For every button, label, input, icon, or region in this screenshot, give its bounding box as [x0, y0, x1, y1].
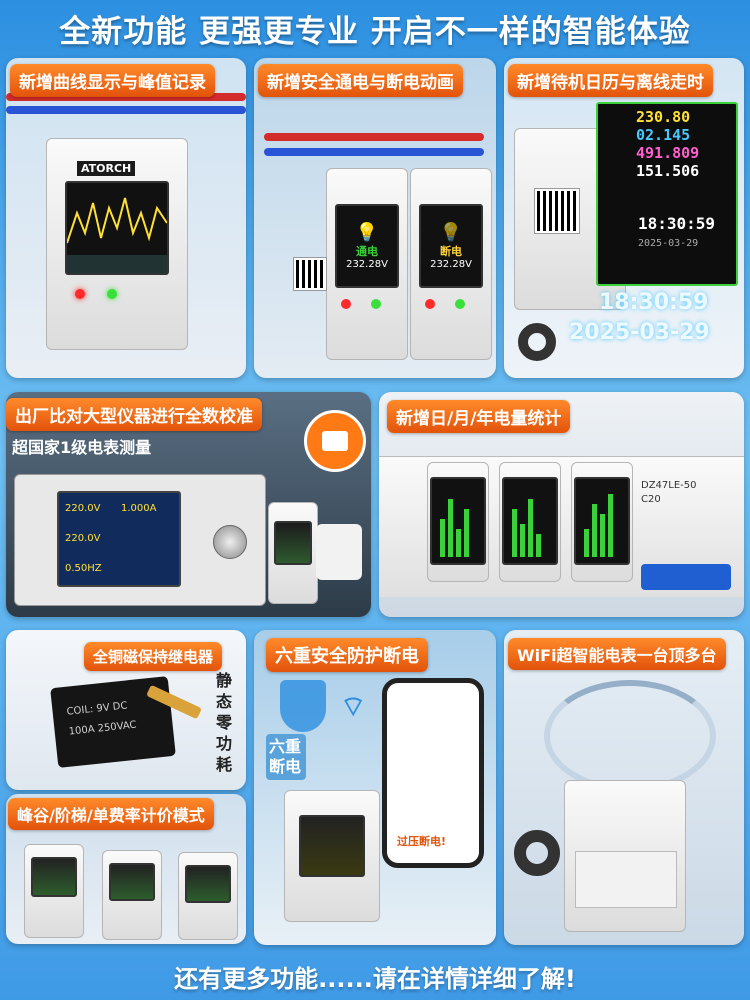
meter-2 — [499, 462, 561, 582]
bar-screen-2 — [502, 477, 558, 565]
tag-wifi: WiFi超智能电表一台顶多台 — [508, 638, 726, 670]
panel-safety: 💡 通电 232.28V 💡 断电 232.28V 新增安全通电与断电动画 — [254, 58, 496, 378]
meter-3 — [571, 462, 633, 582]
qr-code — [293, 257, 327, 291]
instrument-screen: 220.0V 1.000A 220.0V 0.50HZ — [57, 491, 181, 587]
voltage-off: 232.28V — [430, 259, 472, 270]
meter-1 — [427, 462, 489, 582]
instrument-knob — [213, 525, 247, 559]
screen-c — [185, 865, 231, 903]
reading-voltage: 230.80 — [636, 108, 691, 126]
brand-logo: ATORCH — [77, 161, 136, 176]
led-green — [371, 299, 381, 309]
relay-rating-text: 100A 250VAC — [68, 719, 138, 738]
meter-c — [178, 852, 238, 940]
led-green — [107, 289, 117, 299]
large-meter — [564, 780, 686, 932]
bar-screen-3 — [574, 477, 630, 565]
calib-subtitle: 超国家1级电表测量 — [12, 438, 152, 457]
tag-standby: 新增待机日历与离线走时 — [508, 64, 713, 97]
page-title: 全新功能 更强更专业 开启不一样的智能体验 — [59, 13, 691, 50]
red-wire — [264, 133, 484, 141]
meter-device — [268, 502, 318, 604]
ct-ring — [518, 323, 556, 361]
tag-energy: 新增日/月/年电量统计 — [387, 400, 571, 433]
blue-wire — [264, 148, 484, 156]
panel-wifi: WiFi超智能电表一台顶多台 — [504, 630, 744, 945]
ct-ring — [514, 830, 560, 876]
blue-wire — [6, 106, 246, 114]
device-right: 💡 断电 232.28V — [410, 168, 492, 360]
wifi-icon: ⌔ — [340, 690, 367, 723]
breaker-rating: C20 — [641, 494, 661, 505]
panel-energy: DZ47LE-50 C20 新增日/月/年电量统计 — [379, 392, 744, 617]
tag-safety: 新增安全通电与断电动画 — [258, 64, 463, 97]
calib-badge-icon — [304, 410, 366, 472]
reading-current: 02.145 — [636, 126, 691, 144]
status-off: 断电 — [440, 245, 462, 258]
status-on: 通电 — [356, 245, 378, 258]
tag-calibration: 出厂比对大型仪器进行全数校准 — [6, 398, 262, 431]
inst-value-4: 0.50HZ — [65, 563, 102, 574]
device-left: 💡 通电 232.28V — [326, 168, 408, 360]
meter-screen — [274, 521, 312, 565]
tornado-swirl — [544, 680, 716, 792]
clock-date: 2025-03-29 — [638, 238, 699, 249]
breaker-label: DZ47LE-50 — [641, 480, 697, 491]
phone-alert: 过压断电! — [397, 835, 447, 848]
curve-screen — [65, 181, 169, 275]
curve-graph — [67, 197, 167, 273]
led-red — [341, 299, 351, 309]
footer-text: 还有更多功能......请在详情详细了解! — [174, 964, 576, 993]
tag-protection: 六重安全防护断电 — [266, 638, 428, 672]
meter-b — [102, 850, 162, 940]
six-protection-badge: 六重断电 — [266, 734, 306, 780]
led-red — [75, 289, 85, 299]
device — [284, 790, 380, 922]
voltage-on: 232.28V — [346, 259, 388, 270]
bulb-icon: 💡 — [355, 222, 379, 243]
screen-off: 💡 断电 232.28V — [419, 204, 483, 288]
device: ATORCH — [46, 138, 188, 350]
inst-value-2: 1.000A — [121, 503, 157, 514]
screen-b — [109, 863, 155, 901]
blue-breaker-handle — [641, 564, 731, 590]
red-wire — [6, 93, 246, 101]
panel-protection: ⌔ 六重断电 过压断电! 六重安全防护断电 — [254, 630, 496, 945]
led-red — [425, 299, 435, 309]
led-green — [455, 299, 465, 309]
clock-time: 18:30:59 — [638, 214, 716, 233]
meter-a — [24, 844, 84, 938]
panel-calibration: 220.0V 1.000A 220.0V 0.50HZ 出厂比对大型仪器进行全数… — [6, 392, 371, 617]
reading-power: 491.809 — [636, 144, 700, 162]
bulb-icon: 💡 — [439, 222, 463, 243]
inst-value-1: 220.0V — [65, 503, 101, 514]
big-date-overlay: 2025-03-29 — [569, 320, 710, 345]
tag-relay: 全铜磁保持继电器 — [84, 642, 223, 671]
bar-screen-1 — [430, 477, 486, 565]
screen-on: 💡 通电 232.28V — [335, 204, 399, 288]
panel-standby: 230.80 02.145 491.809 151.506 18:30:59 2… — [504, 58, 744, 378]
instrument: 220.0V 1.000A 220.0V 0.50HZ — [14, 474, 266, 606]
shield-icon — [280, 680, 326, 732]
big-time-overlay: 18:30:59 — [599, 290, 709, 315]
tag-curve: 新增曲线显示与峰值记录 — [10, 64, 215, 97]
relay-side-text: 静态零功耗 — [216, 671, 233, 774]
meter-label-sticker — [575, 851, 677, 908]
relay-coil-text: COIL: 9V DC — [66, 700, 128, 718]
standby-screen: 230.80 02.145 491.809 151.506 18:30:59 2… — [596, 102, 738, 286]
panel-relay: COIL: 9V DC 100A 250VAC 静态零功耗 全铜磁保持继电器 — [6, 630, 246, 790]
inst-value-3: 220.0V — [65, 533, 101, 544]
panel-pricing: 峰谷/阶梯/单费率计价模式 — [6, 794, 246, 944]
reading-energy: 151.506 — [636, 162, 700, 180]
panel-curve: ATORCH 新增曲线显示与峰值记录 — [6, 58, 246, 378]
qr-code — [534, 188, 580, 234]
socket — [316, 524, 362, 580]
device-screen — [299, 815, 365, 877]
tag-pricing: 峰谷/阶梯/单费率计价模式 — [8, 798, 214, 830]
screen-a — [31, 857, 77, 897]
phone: 过压断电! — [382, 678, 484, 868]
